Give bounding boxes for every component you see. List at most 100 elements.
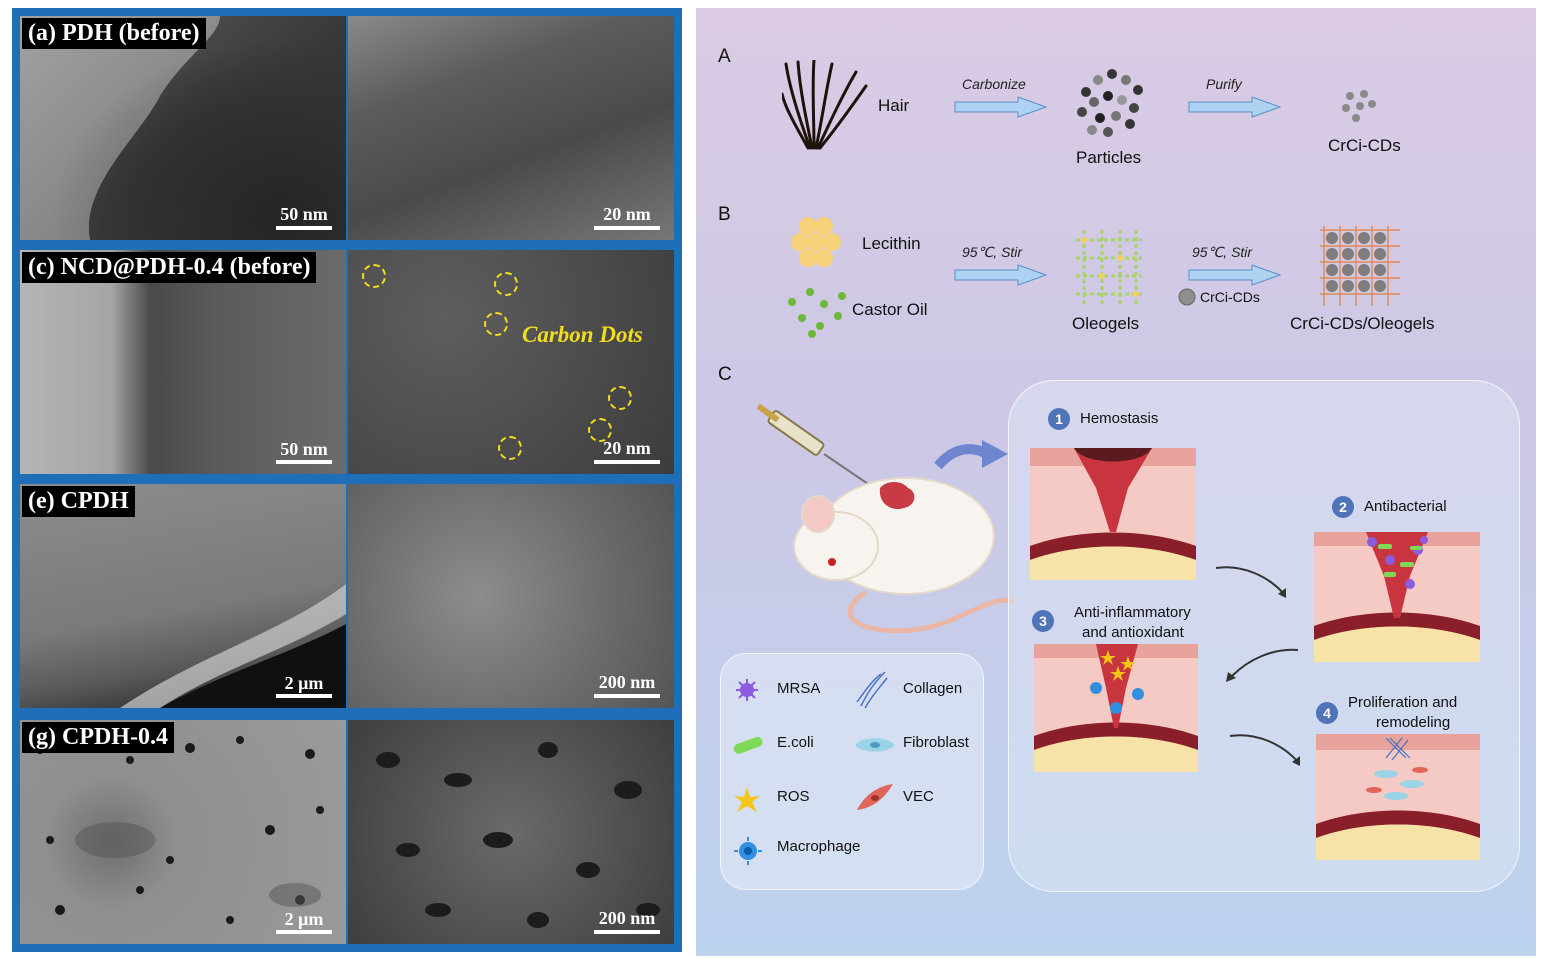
mouse-injection-illustration [756,403,1015,634]
sem-image-cpdh-04-high [348,720,674,944]
vec-icon [857,784,893,810]
scale-bar-label: 200 nm [598,908,656,928]
section-c-letter: C [718,364,732,385]
arrow-right-icon [982,440,1008,468]
legend-fibroblast: Fibroblast [903,734,969,751]
scale-bar-label: 2 μm [284,909,324,929]
panel-label: (e) CPDH [22,486,135,517]
scale-bar: 2 μm [276,909,332,934]
stage-number-badge: 2 [1332,496,1354,518]
ecoli-icon [733,736,763,754]
hair-label: Hair [878,96,910,115]
micrograph-row-cpdh: (e) CPDH 2 μm 200 nm [20,484,674,708]
panel-label: (a) PDH (before) [22,18,206,49]
castor-oil-label: Castor Oil [852,300,928,319]
stage-number-badge: 4 [1316,702,1338,724]
scale-bar-line [594,694,660,698]
arrow-right-icon [1188,96,1282,118]
hair-icon [782,60,868,150]
scale-bar-line [594,460,660,464]
crci-cds-additive-label: CrCi-CDs [1200,289,1260,305]
scale-bar-label: 200 nm [598,672,656,692]
particles-icon [1077,69,1143,137]
oleogels-label: Oleogels [1072,314,1140,333]
sem-image-cpdh-high [348,484,674,708]
arrow-right-icon [1188,264,1282,286]
legend-ecoli: E.coli [777,734,814,751]
carbon-dot-marker [498,436,522,460]
sample-region-shape [20,16,346,240]
stage-hemostasis-title: Hemostasis [1080,410,1159,427]
micrograph-row-ncd-pdh: Carbon Dots (c) NCD@PDH-0.4 (before) 50 … [20,250,674,474]
micrograph-panel-group: (a) PDH (before) 50 nm 20 nm Carbon Dots… [12,8,682,952]
scale-bar-line [276,226,332,230]
micrograph-row-pdh: (a) PDH (before) 50 nm 20 nm [20,16,674,240]
wound-hemostasis-illustration [1030,448,1196,580]
mrsa-icon [736,679,758,701]
carbon-dot-marker [608,386,632,410]
stir-label-2: 95℃, Stir [1192,244,1253,260]
tem-image-ncd-pdh-high: Carbon Dots [348,250,674,474]
wound-antibacterial-illustration [1314,532,1480,662]
legend-ros: ROS [777,788,810,805]
carbon-dot-marker [588,418,612,442]
macrophage-icon [734,837,762,865]
scale-bar-line [276,930,332,934]
castor-oil-icon [788,288,846,338]
sample-edge-shape [120,584,346,708]
scale-bar: 50 nm [276,204,332,230]
scale-bar-line [276,694,332,698]
crci-cds-label: CrCi-CDs [1328,136,1401,155]
tem-image-ncd-pdh-low [20,250,346,474]
curved-arrow-icon [1229,734,1300,766]
panel-label: (c) NCD@PDH-0.4 (before) [22,252,317,283]
lecithin-icon [792,217,841,267]
scale-bar: 20 nm [594,438,660,464]
scale-bar: 2 μm [276,673,332,698]
panel-label: (g) CPDH-0.4 [22,722,174,753]
syringe-icon [756,403,875,489]
scale-bar: 200 nm [594,672,660,698]
legend-vec: VEC [903,788,934,805]
legend-collagen: Collagen [903,680,963,697]
sem-image-cpdh-04-low [20,720,346,944]
synthesis-scheme: A Hair Carbonize Particles Purify CrCi-C… [696,8,1536,956]
oleogel-network-icon [1076,230,1142,306]
stage-proliferation-title: Proliferation and [1348,694,1458,711]
scale-bar-line [276,460,332,464]
curved-arrow-icon [1226,648,1299,682]
scale-bar-line [594,930,660,934]
sem-image-cpdh-low [20,484,346,708]
arrow-right-icon [954,96,1048,118]
wound-remodeling-illustration [1316,734,1480,860]
scale-bar-label: 2 μm [284,673,324,693]
carbon-dot-marker [484,312,508,336]
stage-antibacterial-title: Antibacterial [1364,498,1447,515]
stage-number-badge: 1 [1048,408,1070,430]
pore-pattern [376,742,660,928]
scale-bar: 20 nm [594,204,660,230]
scale-bar-label: 50 nm [280,439,328,459]
carbon-dots-annotation: Carbon Dots [522,322,643,347]
legend-mrsa: MRSA [777,680,821,697]
scale-bar: 200 nm [594,908,660,934]
section-a-letter: A [718,46,731,67]
carbon-dots-icon [1342,90,1376,122]
collagen-icon [856,671,888,709]
carbon-dot-marker [362,264,386,288]
stage-anti-inflammatory-title-line2: and antioxidant [1082,624,1184,641]
carbonize-label: Carbonize [962,76,1026,92]
legend-box: MRSA Collagen E.coli Fibroblast ROS VEC … [720,653,984,890]
wound-anti-inflammatory-illustration [1034,644,1198,772]
carbon-dot-marker [494,272,518,296]
ros-icon [734,787,760,812]
scale-bar-label: 20 nm [603,204,651,224]
tem-image-pdh-low [20,16,346,240]
scale-bar: 50 nm [276,439,332,464]
lecithin-label: Lecithin [862,234,921,253]
stir-label: 95℃, Stir [962,244,1023,260]
carbon-dot-icon [1178,288,1196,306]
composite-gel-icon [1320,226,1400,306]
stage-proliferation-title-line2: remodeling [1376,714,1451,731]
tem-image-pdh-high [348,16,674,240]
